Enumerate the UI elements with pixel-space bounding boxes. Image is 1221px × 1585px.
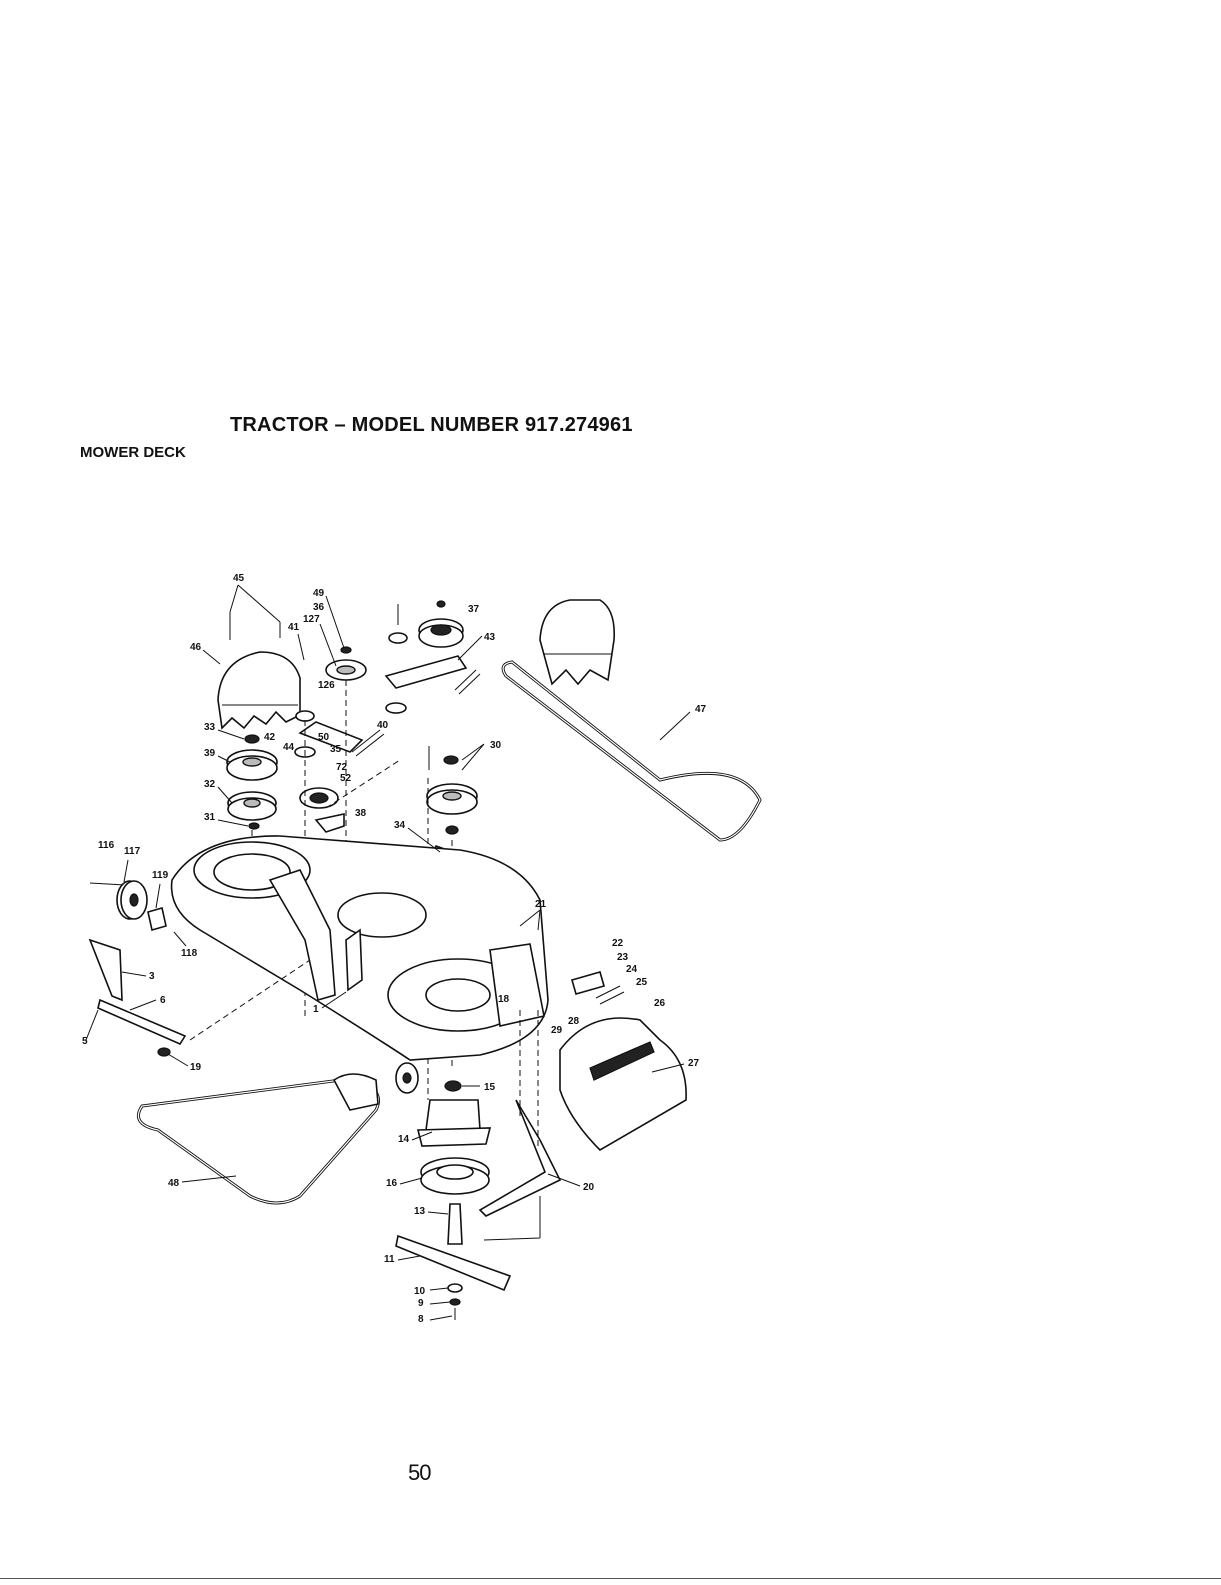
callout-38: 38 [355, 808, 367, 819]
callout-9: 9 [418, 1298, 424, 1309]
callout-41: 41 [288, 622, 300, 633]
callout-43: 43 [484, 632, 496, 643]
callout-45: 45 [233, 573, 245, 584]
callout-23: 23 [617, 952, 629, 963]
callout-116: 116 [98, 840, 115, 851]
pulley-39 [227, 750, 277, 780]
callout-42: 42 [264, 732, 276, 743]
callout-119: 119 [152, 870, 169, 881]
nut-33 [245, 735, 259, 743]
idler-pulley-127 [326, 647, 366, 680]
bolt-116 [90, 883, 125, 885]
callout-21: 21 [535, 899, 547, 910]
bracket-38 [316, 814, 344, 832]
bearing-31-left [249, 823, 259, 829]
spring-25 [596, 986, 624, 1004]
callout-28: 28 [568, 1016, 580, 1027]
callout-25: 25 [636, 977, 648, 988]
callout-46: 46 [190, 642, 202, 653]
callout-32: 32 [204, 779, 216, 790]
callout-22: 22 [612, 938, 624, 949]
idler-pulley-center [300, 788, 338, 808]
pulley-32-right [427, 784, 477, 814]
hanger-bracket-3 [90, 940, 122, 1000]
callout-36: 36 [313, 602, 325, 613]
callout-50: 50 [318, 732, 330, 743]
spindle-13 [448, 1204, 462, 1244]
callout-18: 18 [498, 994, 510, 1005]
callout-31: 31 [204, 812, 216, 823]
blade-adapter-16 [421, 1158, 489, 1194]
callout-72: 72 [336, 762, 348, 773]
callout-19: 19 [190, 1062, 202, 1073]
discharge-chute-27 [560, 1018, 686, 1150]
spindle-housing-14 [418, 1100, 490, 1146]
callout-8: 8 [418, 1314, 424, 1325]
washer-10 [448, 1284, 462, 1292]
callout-29: 29 [551, 1025, 563, 1036]
washer-44-right [386, 703, 406, 713]
callout-26: 26 [654, 998, 666, 1009]
callout-20: 20 [583, 1182, 595, 1193]
callout-34: 34 [394, 820, 406, 831]
callout-52: 52 [340, 773, 352, 784]
right-belt-cover [540, 600, 614, 684]
callout-27: 27 [688, 1058, 700, 1069]
callout-1: 1 [313, 1004, 319, 1015]
nut-33-right [444, 756, 458, 764]
spring-40-right [455, 670, 480, 694]
callout-49: 49 [313, 588, 325, 599]
callout-48: 48 [168, 1178, 180, 1189]
callout-13: 13 [414, 1206, 426, 1217]
callout-10: 10 [414, 1286, 426, 1297]
callout-30: 30 [490, 740, 502, 751]
wheel-bracket-119 [148, 908, 166, 930]
cover-bolts-left [230, 612, 280, 640]
bolt-19 [158, 1048, 170, 1056]
pulley-37 [419, 601, 463, 647]
scan-edge-line [0, 1578, 1221, 1579]
gauge-wheel-117 [117, 881, 147, 919]
callout-3: 3 [149, 971, 155, 982]
washer-42 [389, 633, 407, 643]
callout-44: 44 [283, 742, 295, 753]
callout-37: 37 [468, 604, 480, 615]
page-number: 50 [408, 1460, 430, 1486]
callout-16: 16 [386, 1178, 398, 1189]
belt-47 [503, 662, 760, 840]
callout-35: 35 [330, 744, 342, 755]
callout-126: 126 [318, 680, 335, 691]
callout-117: 117 [124, 846, 141, 857]
callout-11: 11 [384, 1254, 395, 1265]
callout-47: 47 [695, 704, 707, 715]
callout-127: 127 [303, 614, 320, 625]
callout-15: 15 [484, 1082, 496, 1093]
callout-6: 6 [160, 995, 166, 1006]
chute-bracket-23 [572, 972, 604, 994]
callout-39: 39 [204, 748, 216, 759]
callout-118: 118 [181, 948, 198, 959]
idler-arm-43 [386, 656, 466, 688]
callout-40: 40 [377, 720, 389, 731]
callout-24: 24 [626, 964, 638, 975]
bearing-15 [445, 1081, 461, 1091]
rod-6 [98, 1000, 185, 1044]
bearing-31-right [446, 826, 458, 834]
left-belt-cover [218, 652, 300, 728]
callout-14: 14 [398, 1134, 410, 1145]
gauge-wheel-117-bottom [396, 1063, 418, 1093]
washer-9 [450, 1299, 460, 1305]
mower-deck-housing [172, 836, 548, 1060]
callout-33: 33 [204, 722, 216, 733]
pulley-32-left [228, 792, 276, 820]
deflector-20 [480, 1100, 560, 1216]
